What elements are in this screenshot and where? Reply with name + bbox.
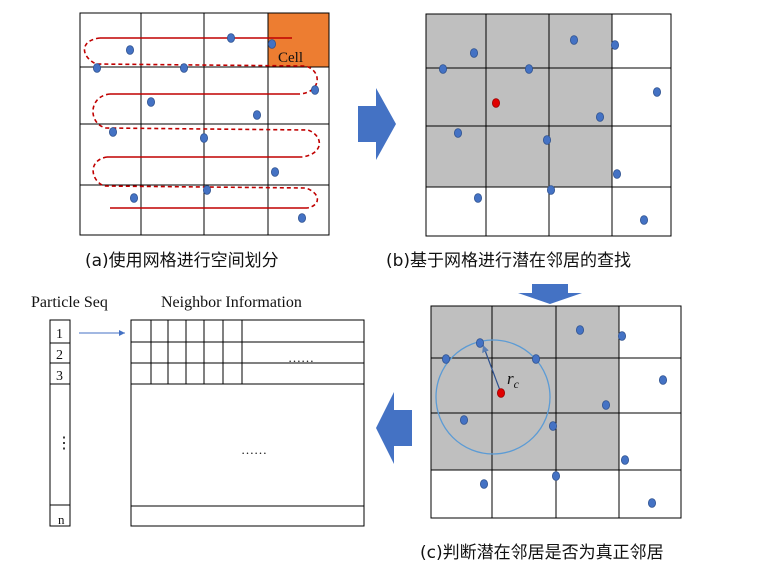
particle-sequence-table xyxy=(49,319,71,527)
particle xyxy=(126,45,135,55)
cell-label: Cell xyxy=(278,50,303,66)
particle xyxy=(653,87,662,97)
particle xyxy=(659,375,668,385)
neighbor-dots-mid: …… xyxy=(241,442,267,457)
seq-item-1: 1 xyxy=(56,327,63,342)
neighbor-info-title: Neighbor Information xyxy=(161,294,302,311)
particle xyxy=(525,64,534,74)
particle xyxy=(475,338,484,348)
particle xyxy=(199,133,208,143)
seq-item-n: n xyxy=(58,512,65,527)
particle xyxy=(570,35,579,45)
particle xyxy=(270,167,279,177)
seq-item-2: 2 xyxy=(56,348,63,363)
shaded-neighbor-cells xyxy=(431,306,619,470)
particle xyxy=(226,33,235,43)
panel-b-particles xyxy=(438,35,662,225)
arrow-down-icon xyxy=(518,284,582,304)
particle xyxy=(549,421,558,431)
radius-arrow xyxy=(482,344,502,394)
particle xyxy=(613,169,622,179)
particle xyxy=(543,135,552,145)
neighbor-information-table xyxy=(130,319,365,527)
traversal-path xyxy=(83,37,321,209)
particle xyxy=(252,110,261,120)
particle xyxy=(297,213,306,223)
particle xyxy=(552,471,561,481)
particle xyxy=(479,479,488,489)
particle xyxy=(602,400,611,410)
particle xyxy=(441,354,450,364)
caption-a: (a)使用网格进行空间划分 xyxy=(85,251,279,271)
particle xyxy=(453,128,462,138)
particle xyxy=(146,97,155,107)
highlight-cell xyxy=(268,13,329,67)
panel-c-grid xyxy=(430,305,682,519)
particle xyxy=(576,325,585,335)
shaded-neighbor-cells xyxy=(426,14,612,187)
particle xyxy=(547,185,556,195)
panel-a-grid xyxy=(79,12,330,236)
particle xyxy=(648,498,657,508)
arrow-left-icon xyxy=(376,392,412,464)
seq-vertical-dots: ⋮ xyxy=(56,435,72,452)
panel-a-particles xyxy=(93,33,319,223)
caption-b: (b)基于网格进行潜在邻居的查找 xyxy=(386,251,632,271)
particle xyxy=(473,193,482,203)
seq-item-3: 3 xyxy=(56,369,63,384)
particle xyxy=(459,415,468,425)
caption-c: (c)判断潜在邻居是否为真正邻居 xyxy=(420,543,664,563)
particle xyxy=(640,215,649,225)
cutoff-radius-circle xyxy=(435,339,551,455)
particle xyxy=(596,112,605,122)
target-particle xyxy=(496,388,505,398)
radius-label: rc xyxy=(507,369,520,391)
particle xyxy=(93,63,102,73)
particle xyxy=(202,185,211,195)
neighbor-dots-top: …… xyxy=(288,350,314,365)
particle xyxy=(611,40,620,50)
particle xyxy=(109,127,118,137)
particle xyxy=(469,48,478,58)
particle xyxy=(310,85,319,95)
particle-seq-title: Particle Seq xyxy=(31,294,108,311)
particle xyxy=(438,64,447,74)
particle xyxy=(621,455,630,465)
particle xyxy=(532,354,541,364)
arrow-right-icon xyxy=(358,88,396,160)
panel-c-particles xyxy=(441,325,668,508)
target-particle xyxy=(491,98,500,108)
particle xyxy=(179,63,188,73)
particle xyxy=(129,193,138,203)
particle xyxy=(267,39,276,49)
particle xyxy=(618,331,627,341)
panel-b-grid xyxy=(425,13,672,237)
